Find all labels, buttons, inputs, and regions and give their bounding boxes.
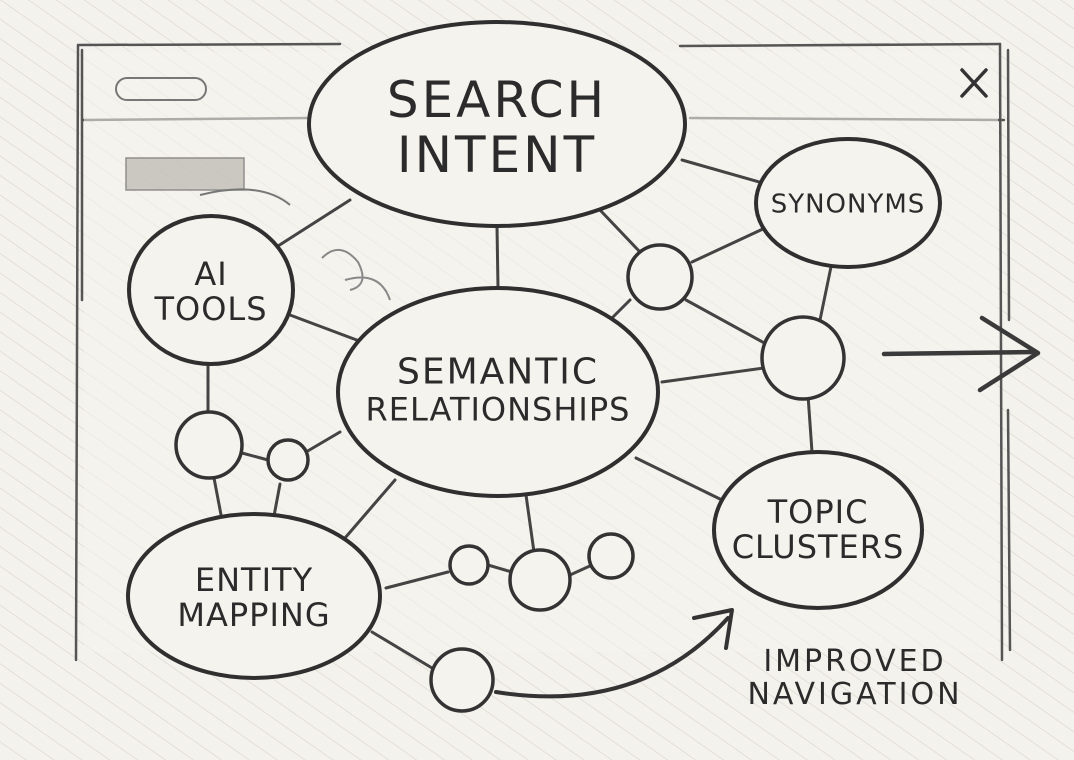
search-intent-label: SEARCH INTENT <box>387 73 607 183</box>
ai-tools-node[interactable] <box>127 214 295 366</box>
improved-navigation-caption: IMPROVED NAVIGATION <box>747 645 962 711</box>
semantic-relationships-label: SEMANTIC RELATIONSHIPS <box>366 353 631 428</box>
content-placeholder-block <box>125 157 245 191</box>
scribble-mark <box>199 188 291 206</box>
curved-arrow-head <box>692 608 734 650</box>
scribble-mark <box>321 249 391 301</box>
entity-mapping-line1: ENTITY <box>194 560 314 599</box>
connector-node <box>266 438 310 482</box>
topic-clusters-label: TOPIC CLUSTERS <box>731 492 905 566</box>
search-intent-line2: INTENT <box>396 126 598 184</box>
caption-line2: NAVIGATION <box>747 677 963 712</box>
synonyms-label: SYNONYMS <box>771 191 926 220</box>
topic-clusters-line2: CLUSTERS <box>731 528 905 566</box>
connector-node <box>429 647 495 713</box>
ai-tools-label: AI TOOLS <box>154 254 268 328</box>
connector-node <box>587 532 635 580</box>
entity-mapping-node[interactable] <box>126 512 382 680</box>
curved-arrow <box>494 616 730 699</box>
synonyms-node[interactable] <box>754 137 942 269</box>
semantic-line2: RELATIONSHIPS <box>365 390 631 429</box>
close-icon[interactable] <box>960 68 988 98</box>
connector-node <box>626 243 694 311</box>
ai-tools-line2: TOOLS <box>154 290 268 328</box>
semantic-line1: SEMANTIC <box>397 351 599 393</box>
entity-mapping-label: ENTITY MAPPING <box>177 560 331 634</box>
search-intent-node[interactable] <box>307 20 687 228</box>
connector-node <box>760 315 846 401</box>
semantic-relationships-node[interactable] <box>336 286 660 498</box>
entity-mapping-line2: MAPPING <box>177 596 331 634</box>
connector-node <box>448 544 490 586</box>
topic-clusters-line1: TOPIC <box>767 492 869 531</box>
search-intent-line1: SEARCH <box>386 71 608 129</box>
connector-node <box>174 410 244 480</box>
ai-tools-line1: AI <box>194 254 228 293</box>
right-arrow-icon <box>881 315 1041 393</box>
topic-clusters-node[interactable] <box>712 450 924 610</box>
connector-node <box>508 548 572 612</box>
synonyms-line1: SYNONYMS <box>770 189 926 220</box>
connector-lines <box>206 158 834 670</box>
address-bar[interactable] <box>115 77 207 101</box>
caption-line1: IMPROVED <box>763 644 947 679</box>
